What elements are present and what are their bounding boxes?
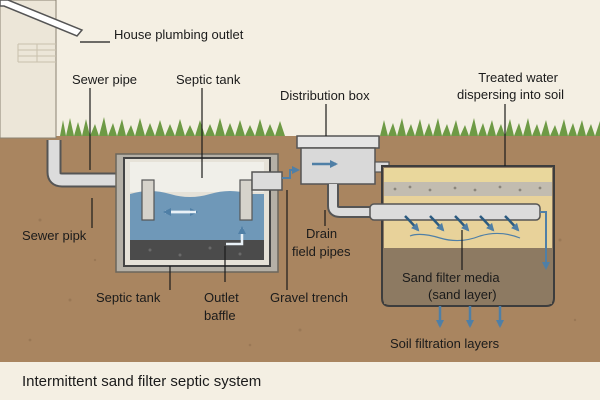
label-sewer-pipe-left: Sewer pipk <box>22 228 87 243</box>
caption-band <box>0 362 600 400</box>
house-siding <box>17 43 56 63</box>
label-distribution-box: Distribution box <box>280 88 370 103</box>
sewer-pipe <box>46 140 136 188</box>
label-septic-tank-top: Septic tank <box>176 72 241 87</box>
dbox-body <box>300 147 376 185</box>
distribution-box <box>296 135 390 185</box>
end-flow-arrow <box>540 211 550 270</box>
gravel-layer <box>384 182 552 196</box>
label-house-plumbing-outlet: House plumbing outlet <box>114 27 244 42</box>
label-sewer-pipe-top: Sewer pipe <box>72 72 137 87</box>
label-gravel-trench: Gravel trench <box>270 290 348 305</box>
house <box>0 0 84 139</box>
label-drain-field-1: Drain <box>306 226 337 241</box>
diagram-caption: Intermittent sand filter septic system <box>22 373 261 390</box>
label-outlet-baffle-1: Outlet <box>204 290 239 305</box>
label-treated-water-2: dispersing into soil <box>457 87 564 102</box>
label-sand-filter-2: (sand layer) <box>428 287 497 302</box>
label-soil-filtration: Soil filtration layers <box>390 336 500 351</box>
outlet-baffle <box>239 179 253 221</box>
dbox-lid <box>296 135 380 149</box>
soil-filtration-arrows <box>436 306 504 328</box>
label-treated-water-1: Treated water <box>478 70 558 85</box>
gravel-dots <box>393 185 542 192</box>
label-sand-filter-1: Sand filter media <box>402 270 500 285</box>
grass <box>60 117 600 136</box>
label-septic-tank-bottom: Septic tank <box>96 290 161 305</box>
sand-flow-path <box>409 232 521 242</box>
sand-filter-bed <box>381 165 555 307</box>
leader-lines <box>80 41 506 290</box>
sludge-speckles <box>148 246 242 257</box>
label-drain-field-2: field pipes <box>292 244 351 259</box>
top-soil-layer <box>384 168 552 182</box>
lower-soil-layer <box>384 248 552 304</box>
septic-tank <box>123 157 271 267</box>
drain-field-pipe <box>369 203 550 270</box>
house-roof <box>0 0 84 37</box>
label-outlet-baffle-2: baffle <box>204 308 236 323</box>
outlet-pipe <box>251 166 300 191</box>
flow-arrow-outlet-up <box>226 226 246 246</box>
inlet-baffle <box>141 179 155 221</box>
tank-water <box>130 191 264 246</box>
